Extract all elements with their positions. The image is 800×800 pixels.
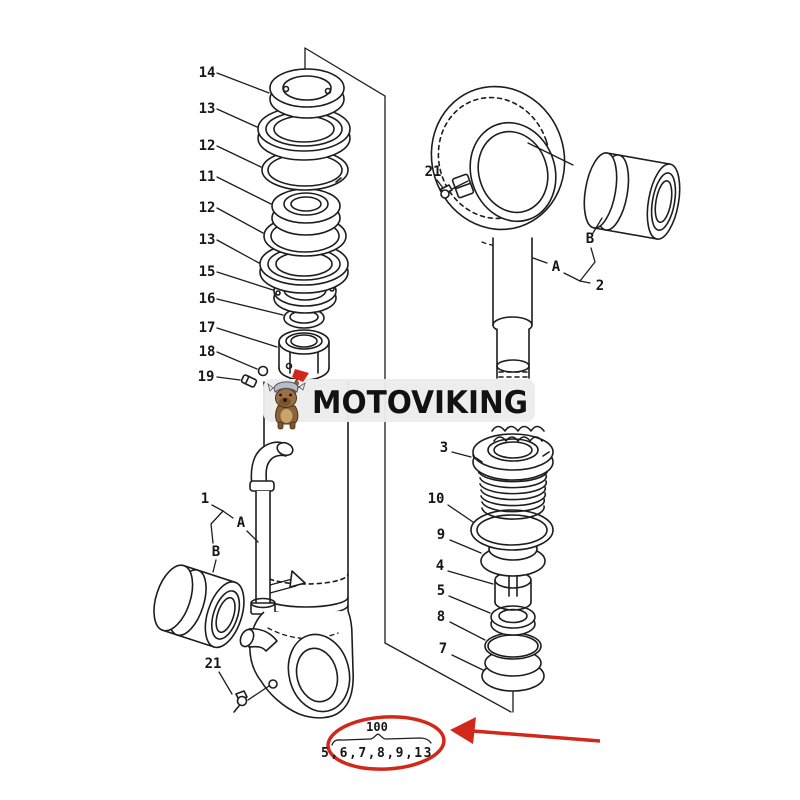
label-12b: 12 [199, 200, 216, 216]
kit-highlight-ellipse [326, 715, 446, 771]
part-10-oring [470, 509, 554, 551]
brand-watermark: MOTOVIKING [263, 369, 535, 430]
part-4-spacer [494, 571, 532, 611]
label-1-assembly: 1 [201, 491, 209, 507]
label-B-top: B [586, 231, 594, 247]
label-9: 9 [437, 527, 445, 543]
label-16: 16 [199, 291, 216, 307]
label-7: 7 [439, 641, 447, 657]
clevis-elbow [239, 628, 278, 652]
label-21-top: 21 [425, 164, 442, 180]
label-19: 19 [198, 369, 215, 385]
label-11: 11 [199, 169, 216, 185]
label-5: 5 [437, 583, 445, 599]
label-10: 10 [428, 491, 445, 507]
part-13-seal-upper [257, 106, 351, 161]
part-11-ucup [271, 188, 341, 236]
kit-number: 100 [366, 720, 388, 734]
part-8-ring [484, 632, 542, 660]
rod-bellows [491, 425, 545, 442]
label-A-top: A [552, 259, 561, 275]
label-3: 3 [440, 440, 448, 456]
cylinder-bushing [153, 564, 245, 649]
kit-annotation: 100 5,6,7,8,9,13 [321, 715, 601, 771]
part-12-ring-upper [261, 149, 349, 191]
clevis-body [249, 610, 354, 719]
brand-text: MOTOVIKING [312, 385, 528, 421]
grease-fitting-top [440, 180, 469, 199]
kit-pointer-arrow [450, 717, 601, 744]
part-18-ball [257, 365, 269, 377]
part-3-gland [472, 433, 554, 520]
kit-brace [331, 733, 432, 746]
rod-eye [430, 85, 566, 247]
kit-items: 5,6,7,8,9,13 [321, 746, 433, 761]
brand-panel [263, 379, 535, 422]
label-13b: 13 [199, 232, 216, 248]
cylinder-assembly [153, 381, 354, 719]
label-21-bottom: 21 [205, 656, 222, 672]
label-2-assembly: 2 [596, 278, 604, 294]
label-B-bottom: B [212, 544, 220, 560]
viking-dog-icon [267, 369, 309, 430]
part-14-cap-ring [269, 68, 345, 119]
part-5-seal [490, 605, 536, 636]
pipe-clamp [269, 570, 306, 594]
label-18: 18 [199, 344, 216, 360]
label-A-bottom: A [237, 515, 246, 531]
label-8: 8 [437, 609, 445, 625]
label-15: 15 [199, 264, 216, 280]
cylinder-group-labels: 1 A B 21 [201, 491, 259, 695]
rod-bushing [583, 152, 681, 240]
gland-stack-labels: 3 10 9 4 5 8 7 [428, 440, 494, 671]
rod-assembly [430, 85, 681, 379]
seal-stack-labels: 14 13 12 11 12 13 15 16 17 18 19 [198, 65, 284, 385]
label-17: 17 [199, 320, 216, 336]
label-13a: 13 [199, 101, 216, 117]
grease-fitting-bottom [233, 685, 270, 713]
label-4: 4 [436, 558, 444, 574]
rod-group-labels: 21 B A 2 [425, 164, 605, 294]
label-12a: 12 [199, 138, 216, 154]
assembly-bracket-lines [304, 47, 514, 713]
gland-stack-parts [470, 425, 554, 692]
label-14: 14 [199, 65, 216, 81]
rod-shaft [492, 232, 533, 379]
grease-boss [451, 173, 475, 199]
seal-stack-parts [240, 68, 351, 388]
part-19-pin [240, 374, 258, 388]
